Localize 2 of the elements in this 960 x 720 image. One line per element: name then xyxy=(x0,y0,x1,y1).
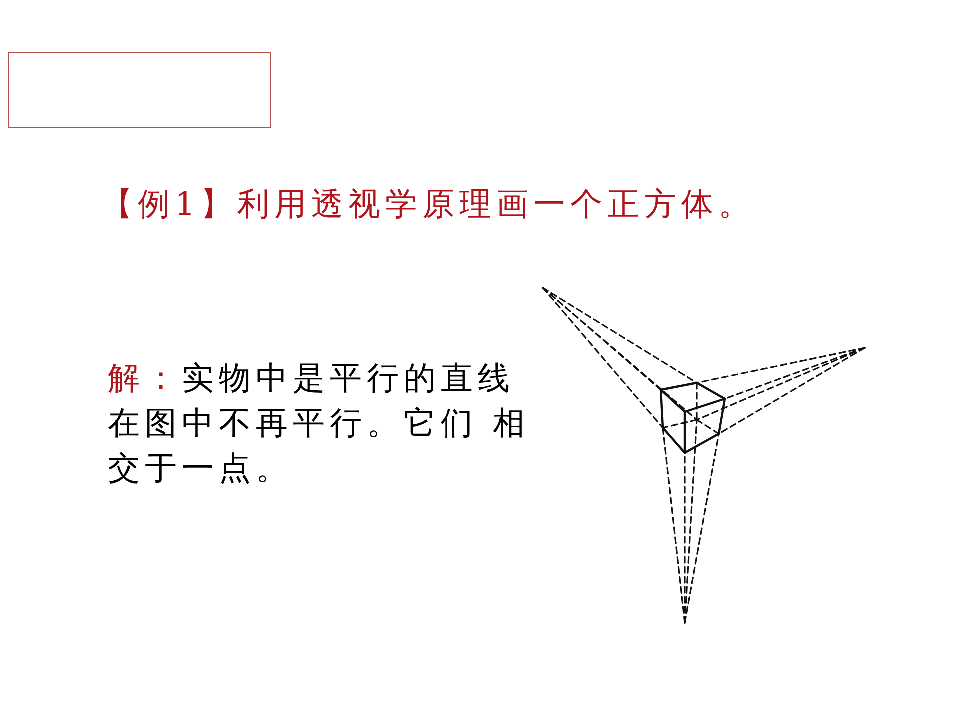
slide-title: 【例1】利用透视学原理画一个正方体。 xyxy=(101,184,756,224)
answer-text: 解：实物中是平行的直线在图中不再平行。它们 相交于一点。 xyxy=(108,358,532,489)
